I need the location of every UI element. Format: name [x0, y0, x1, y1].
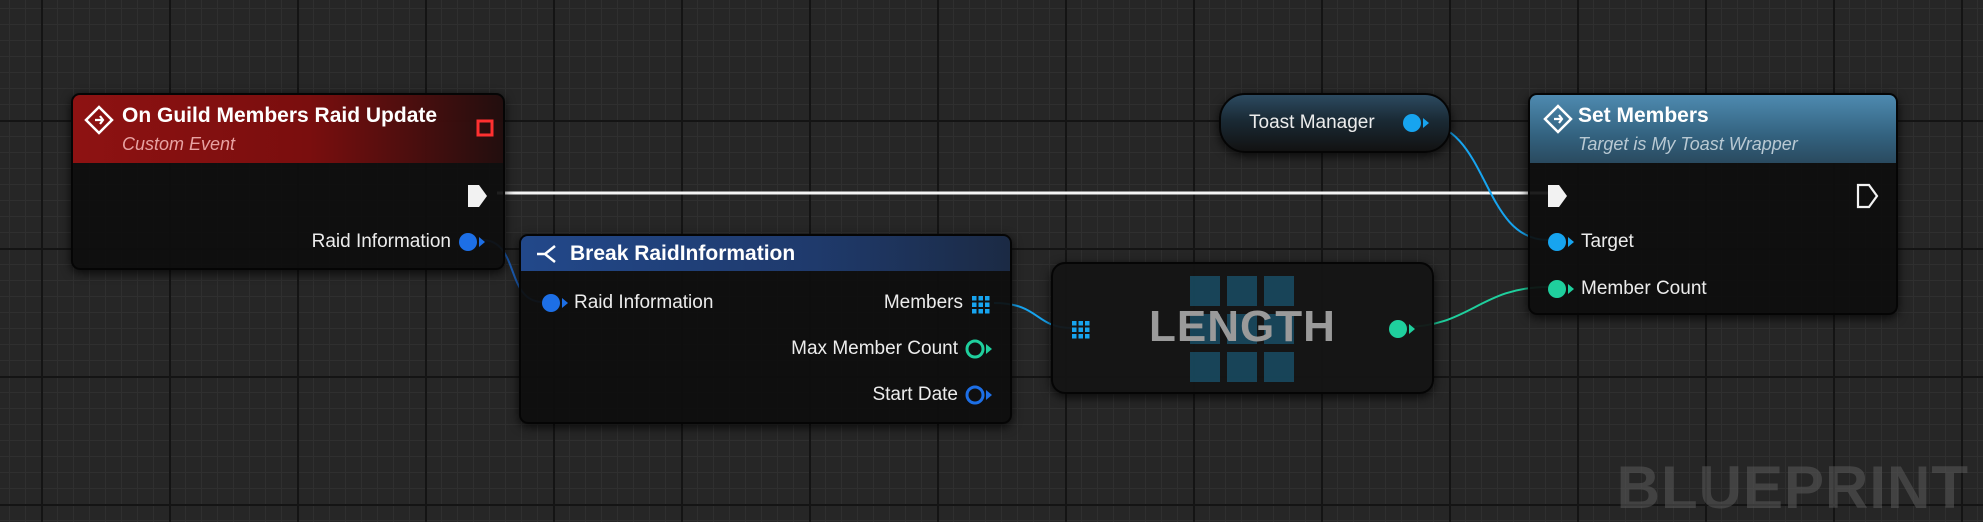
- members-output-label: Members: [883, 292, 963, 313]
- set-members-node[interactable]: Set Members Target is My Toast Wrapper T…: [1528, 93, 1898, 315]
- member-count-input-pin[interactable]: [1546, 278, 1576, 300]
- event-node-subtitle: Custom Event: [122, 134, 236, 154]
- member-count-label: Member Count: [1581, 278, 1707, 299]
- target-label: Target: [1581, 231, 1634, 252]
- set-node-header: Set Members Target is My Toast Wrapper: [1530, 95, 1896, 163]
- exec-output-pin[interactable]: [465, 183, 489, 209]
- break-struct-icon: [537, 245, 556, 263]
- toast-manager-label: Toast Manager: [1249, 112, 1375, 133]
- event-node-title: On Guild Members Raid Update: [122, 104, 438, 127]
- function-diamond-icon: [1543, 104, 1573, 134]
- event-node-header: On Guild Members Raid Update Custom Even…: [73, 95, 503, 163]
- array-watermark-icon: [1190, 276, 1294, 382]
- blueprint-watermark: BLUEPRINT: [1616, 454, 1969, 521]
- length-function-node[interactable]: LENGTH: [1051, 262, 1434, 394]
- exec-input-pin[interactable]: [1545, 183, 1569, 209]
- raid-information-output-label: Raid Information: [311, 231, 451, 252]
- length-node-label: LENGTH: [1149, 302, 1336, 351]
- members-array-pin[interactable]: [970, 294, 992, 316]
- max-member-count-label: Max Member Count: [791, 338, 958, 359]
- break-struct-node[interactable]: Break RaidInformation Raid Information M…: [519, 234, 1012, 424]
- delegate-square-icon[interactable]: [476, 119, 494, 137]
- toast-manager-variable-node[interactable]: Toast Manager: [1219, 93, 1451, 153]
- max-member-count-pin[interactable]: [964, 338, 994, 360]
- set-node-subtitle: Target is My Toast Wrapper: [1578, 134, 1798, 154]
- toast-manager-output-pin[interactable]: [1401, 112, 1431, 134]
- length-int-output-pin[interactable]: [1387, 318, 1417, 340]
- length-array-input-pin[interactable]: [1070, 319, 1092, 341]
- break-node-header: Break RaidInformation: [521, 236, 1010, 271]
- raid-information-input-label: Raid Information: [574, 292, 714, 313]
- raid-information-output-pin[interactable]: [457, 231, 487, 253]
- target-input-pin[interactable]: [1546, 231, 1576, 253]
- exec-output-pin-set[interactable]: [1855, 183, 1879, 209]
- custom-event-node[interactable]: On Guild Members Raid Update Custom Even…: [71, 93, 505, 270]
- raid-information-input-pin[interactable]: [540, 292, 570, 314]
- break-node-title: Break RaidInformation: [570, 242, 796, 265]
- event-diamond-icon: [84, 105, 114, 135]
- set-node-title: Set Members: [1578, 104, 1709, 127]
- start-date-pin[interactable]: [964, 384, 994, 406]
- start-date-label: Start Date: [872, 384, 958, 405]
